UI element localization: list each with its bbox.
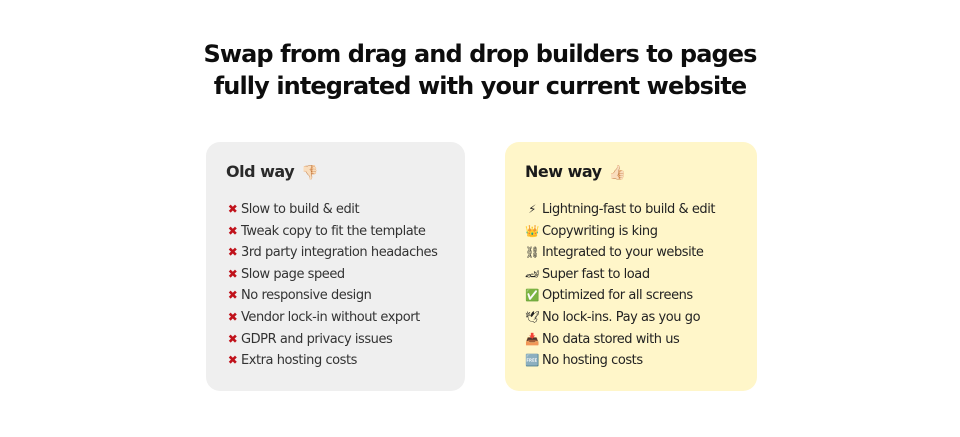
thumbs-down-icon: 👎🏻 (301, 165, 319, 181)
list-item: 🕊No lock-ins. Pay as you go (525, 307, 757, 329)
crown-icon: 👑 (525, 223, 539, 238)
cross-mark-icon: ✖ (227, 288, 238, 303)
list-item: ✖Extra hosting costs (226, 350, 465, 372)
list-item-label: No data stored with us (542, 331, 680, 347)
cross-mark-icon: ✖ (227, 331, 238, 346)
lightning-icon: ⚡ (528, 202, 536, 216)
old-way-list: ✖Slow to build & edit ✖Tweak copy to fit… (226, 199, 465, 372)
list-item: ✖3rd party integration headaches (226, 242, 465, 264)
cross-mark-icon: ✖ (227, 266, 238, 281)
cross-mark-icon: ✖ (227, 353, 238, 368)
cross-mark-icon: ✖ (227, 245, 238, 260)
list-item-label: Extra hosting costs (241, 353, 357, 369)
cross-mark-icon: ✖ (227, 202, 238, 216)
list-item: ⚡ Lightning-fast to build & edit (525, 199, 757, 221)
cross-mark-icon: ✖ (227, 223, 238, 238)
headline-line-2: fully integrated with your current websi… (213, 72, 747, 100)
list-item-label: Slow page speed (241, 266, 345, 282)
old-way-title-text: Old way (226, 162, 295, 181)
list-item: ✖Vendor lock-in without export (226, 307, 465, 329)
list-item-label: Slow to build & edit (241, 202, 360, 217)
thumbs-up-icon: 👍🏻 (608, 165, 626, 181)
list-item: 👑Copywriting is king (525, 221, 757, 243)
list-item: 🆓No hosting costs (525, 350, 757, 372)
new-way-title: New way 👍🏻 (525, 160, 757, 185)
list-item-label: No responsive design (241, 288, 372, 304)
headline: Swap from drag and drop builders to page… (0, 38, 960, 102)
dove-icon: 🕊 (525, 309, 540, 324)
chain-icon: ⛓ (525, 245, 540, 260)
list-item-label: 3rd party integration headaches (241, 245, 438, 261)
list-item-label: Integrated to your website (542, 245, 704, 261)
list-item-label: Lightning-fast to build & edit (542, 202, 716, 217)
race-car-icon: 🏎 (525, 266, 540, 281)
list-item: 🏎Super fast to load (525, 264, 757, 286)
new-way-card: New way 👍🏻 ⚡ Lightning-fast to build & ed… (505, 142, 757, 391)
list-item: ⛓Integrated to your website (525, 242, 757, 264)
old-way-title: Old way 👎🏻 (226, 160, 465, 185)
list-item-label: Vendor lock-in without export (241, 309, 420, 325)
list-item-label: Tweak copy to fit the template (241, 223, 426, 239)
list-item-label: Optimized for all screens (542, 288, 693, 304)
cross-mark-icon: ✖ (227, 309, 238, 324)
check-mark-icon: ✅ (525, 288, 539, 303)
list-item-label: GDPR and privacy issues (241, 331, 393, 347)
list-item-label: No hosting costs (542, 353, 643, 369)
old-way-card: Old way 👎🏻 ✖Slow to build & edit ✖Tweak … (206, 142, 465, 391)
inbox-tray-icon: 📥 (525, 331, 539, 346)
headline-line-1: Swap from drag and drop builders to page… (203, 40, 757, 68)
list-item-label: Copywriting is king (542, 223, 658, 239)
list-item: ✖No responsive design (226, 285, 465, 307)
new-way-list: ⚡ Lightning-fast to build & edit 👑Copywri… (525, 199, 757, 372)
list-item-label: No lock-ins. Pay as you go (542, 309, 701, 325)
list-item: 📥No data stored with us (525, 329, 757, 351)
list-item: ✖Tweak copy to fit the template (226, 221, 465, 243)
new-way-title-text: New way (525, 162, 602, 181)
list-item-label: Super fast to load (542, 266, 650, 282)
list-item: ✖Slow page speed (226, 264, 465, 286)
list-item: ✖GDPR and privacy issues (226, 329, 465, 351)
list-item: ✖Slow to build & edit (226, 199, 465, 221)
free-icon: 🆓 (525, 353, 539, 368)
list-item: ✅Optimized for all screens (525, 285, 757, 307)
